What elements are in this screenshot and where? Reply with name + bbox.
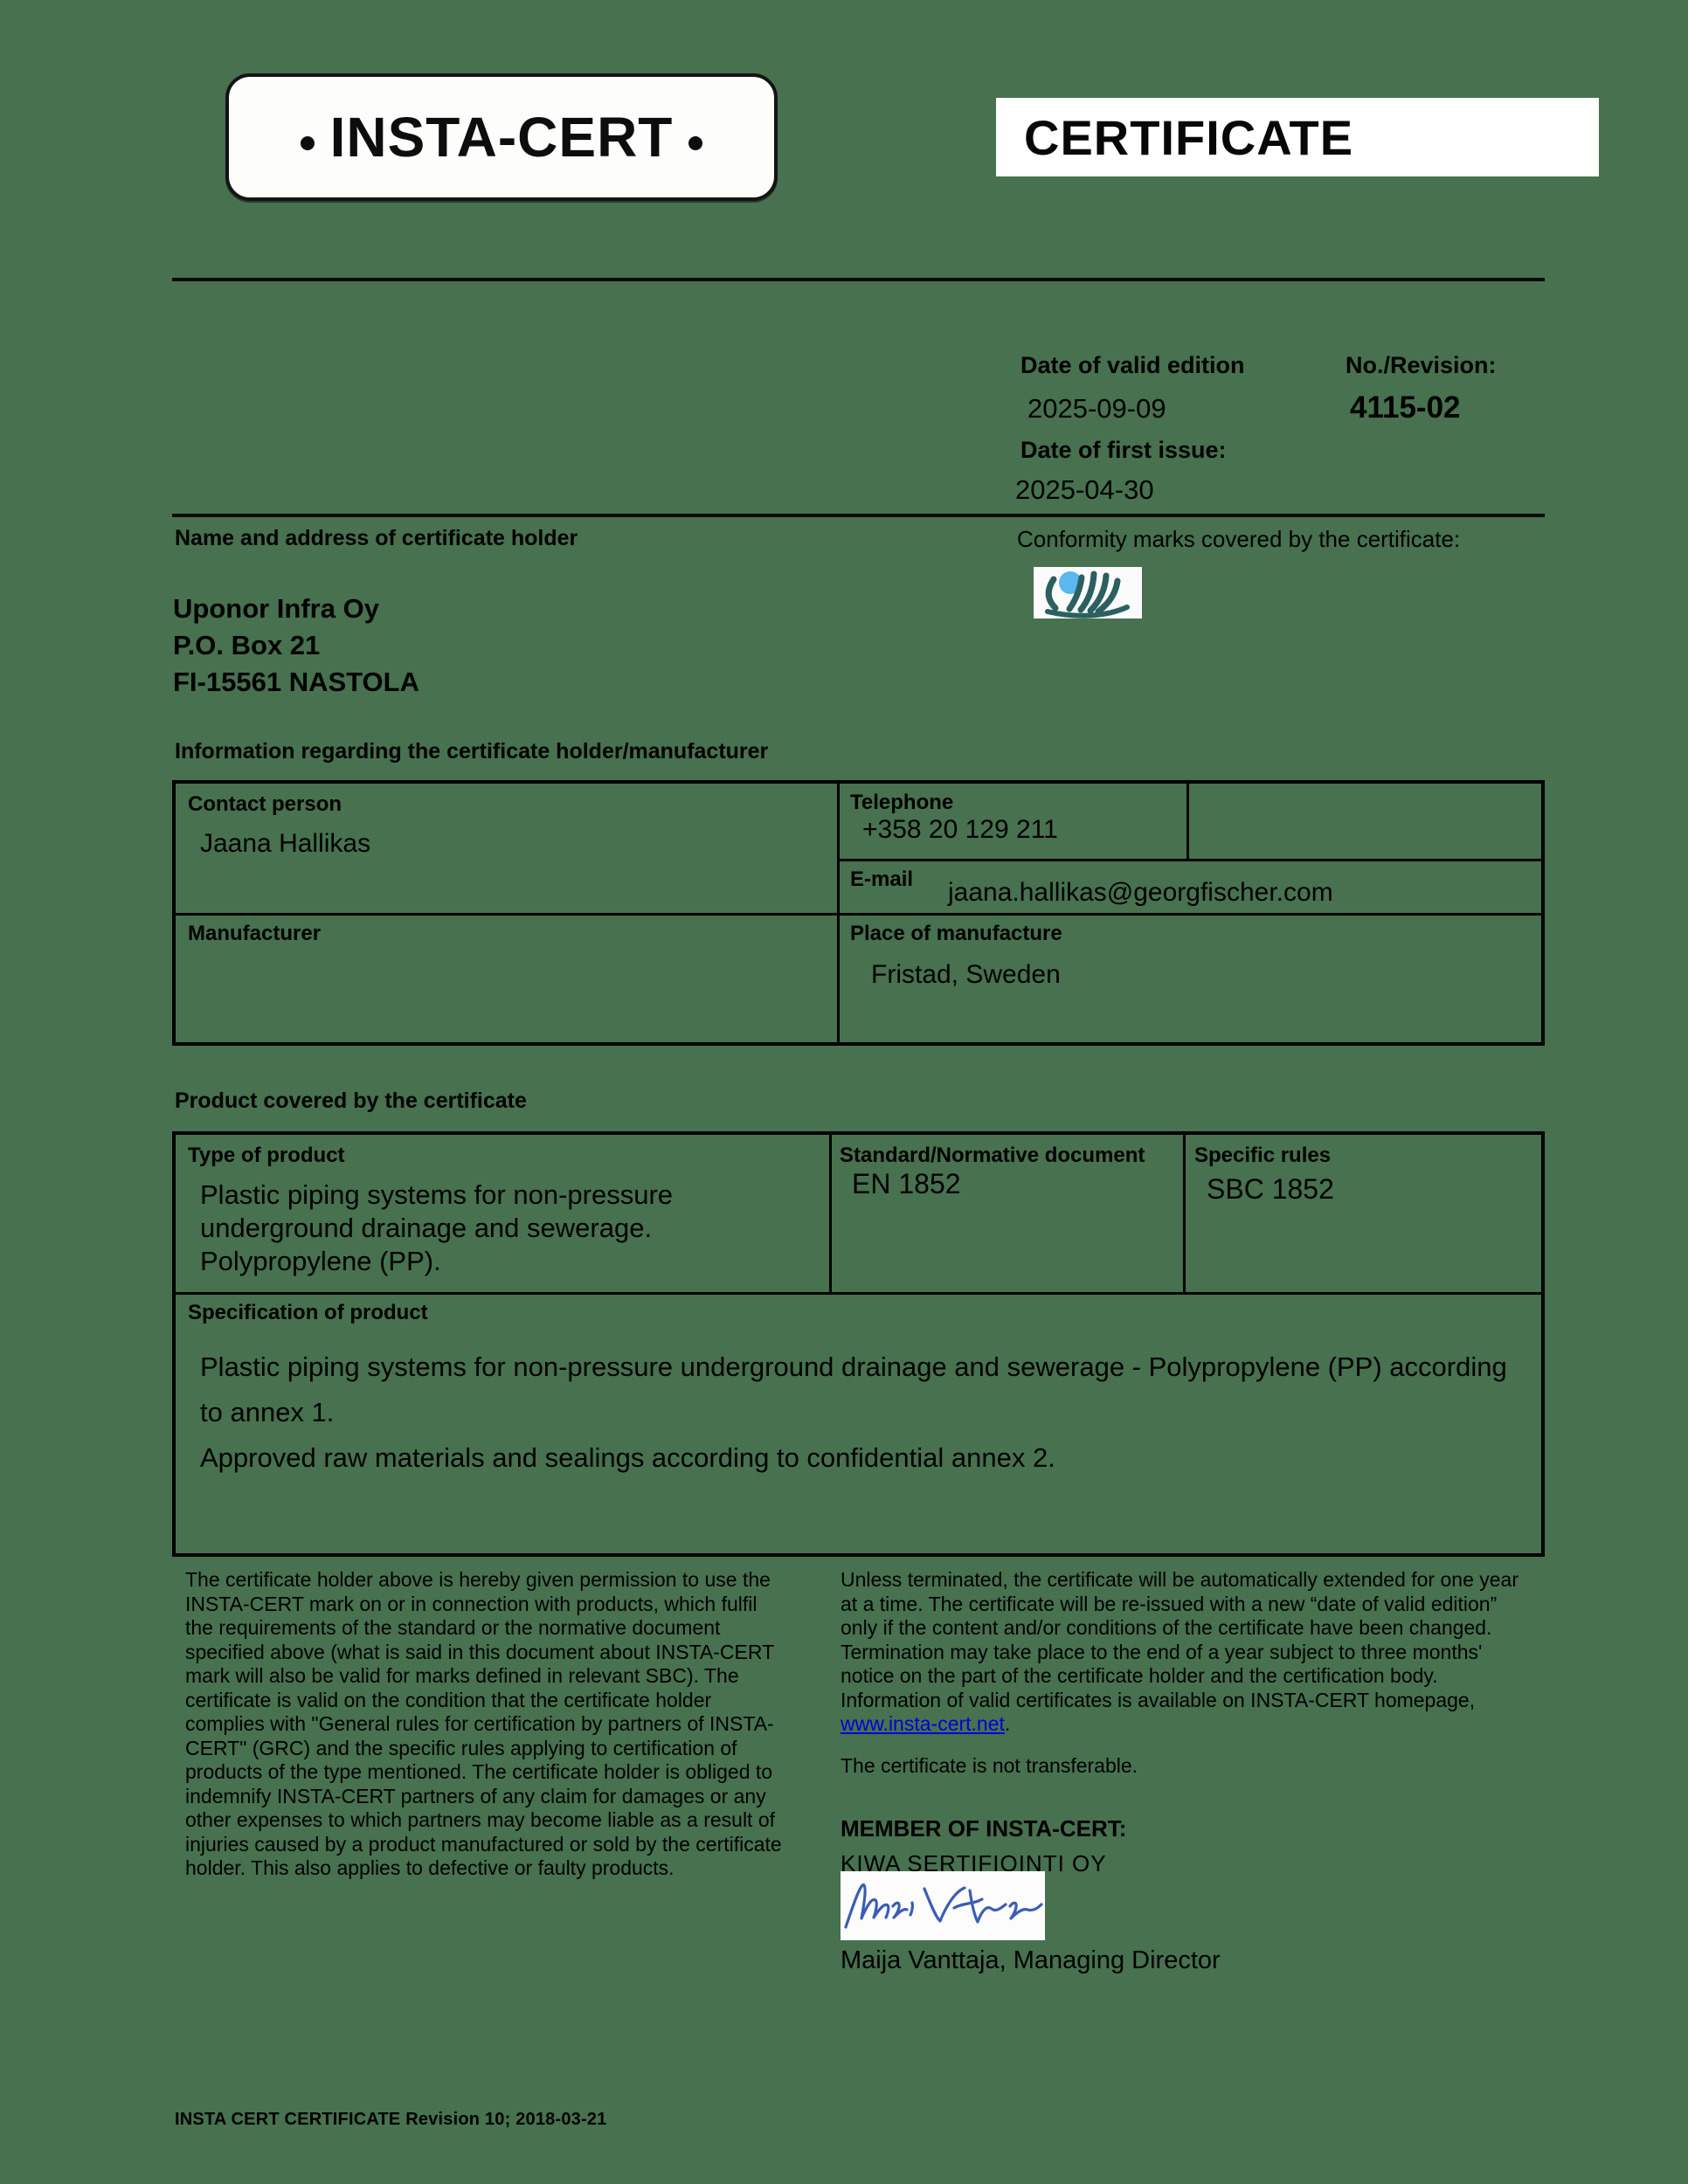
logo-right-dot-icon	[688, 136, 703, 150]
date-valid-label: Date of valid edition	[1020, 352, 1245, 378]
email-value: jaana.hallikas@georgfischer.com	[948, 878, 1333, 907]
date-valid-value: 2025-09-09	[1027, 393, 1166, 424]
footer-revision-note: INSTA CERT CERTIFICATE Revision 10; 2018…	[175, 2110, 607, 2129]
place-of-manufacture-label: Place of manufacture	[850, 922, 1062, 945]
nordic-poly-mark-logo	[1034, 567, 1142, 619]
table-vline	[1183, 1135, 1186, 1292]
holder-address-line1: P.O. Box 21	[173, 630, 321, 660]
info-section-heading: Information regarding the certificate ho…	[175, 739, 769, 764]
specification-value: Plastic piping systems for non-pressure …	[200, 1344, 1519, 1481]
insta-cert-homepage-link[interactable]: www.insta-cert.net	[841, 1712, 1005, 1735]
legal-right-period: .	[1004, 1712, 1011, 1735]
product-table: Type of product Plastic piping systems f…	[172, 1131, 1545, 1557]
divider-holder	[172, 514, 1545, 517]
holder-name: Uponor Infra Oy	[173, 593, 379, 624]
place-of-manufacture-value: Fristad, Sweden	[871, 960, 1061, 989]
specific-rules-label: Specific rules	[1194, 1144, 1332, 1167]
standard-document-value: EN 1852	[852, 1168, 961, 1199]
certificate-title-box: CERTIFICATE	[996, 98, 1599, 176]
standard-document-label: Standard/Normative document	[840, 1144, 1145, 1167]
holder-info-table: Contact person Jaana Hallikas Telephone …	[172, 780, 1545, 1046]
contact-person-label: Contact person	[188, 792, 342, 816]
logo-left-dot-icon	[300, 136, 315, 150]
first-issue-value: 2025-04-30	[1015, 474, 1154, 505]
legal-text-right: Unless terminated, the certificate will …	[841, 1568, 1535, 1737]
specific-rules-value: SBC 1852	[1207, 1173, 1334, 1205]
table-hline	[837, 859, 1541, 861]
type-of-product-label: Type of product	[188, 1144, 345, 1167]
holder-address-line2: FI-15561 NASTOLA	[173, 667, 419, 697]
contact-person-value: Jaana Hallikas	[200, 829, 371, 858]
not-transferable-note: The certificate is not transferable.	[841, 1754, 1138, 1777]
revision-label: No./Revision:	[1346, 352, 1497, 378]
signatory-name-title: Maija Vanttaja, Managing Director	[841, 1946, 1221, 1974]
legal-right-body: Unless terminated, the certificate will …	[841, 1568, 1519, 1711]
specification-label: Specification of product	[188, 1301, 428, 1324]
signature-image	[841, 1871, 1045, 1940]
email-label: E-mail	[850, 867, 914, 891]
table-vline	[829, 1135, 832, 1292]
specification-line2: Approved raw materials and sealings acco…	[200, 1442, 1055, 1473]
type-of-product-value: Plastic piping systems for non-pressure …	[200, 1179, 674, 1276]
nordic-poly-mark-icon	[1045, 570, 1130, 619]
telephone-label: Telephone	[850, 791, 954, 814]
holder-address-block: Uponor Infra Oy P.O. Box 21 FI-15561 NAS…	[173, 591, 419, 701]
member-label: MEMBER OF INSTA-CERT:	[841, 1815, 1127, 1842]
table-hline	[176, 913, 1541, 916]
telephone-value: +358 20 129 211	[862, 815, 1058, 844]
legal-text-left: The certificate holder above is hereby g…	[185, 1568, 782, 1879]
revision-value: 4115-02	[1350, 390, 1461, 425]
specification-line1: Plastic piping systems for non-pressure …	[200, 1351, 1507, 1427]
conformity-label: Conformity marks covered by the certific…	[1017, 526, 1461, 552]
product-section-heading: Product covered by the certificate	[175, 1089, 527, 1113]
insta-cert-logo: INSTA-CERT	[225, 73, 778, 201]
signature-ink-icon	[844, 1883, 1043, 1929]
divider-top	[172, 278, 1545, 281]
holder-section-label: Name and address of certificate holder	[175, 526, 578, 550]
first-issue-label: Date of first issue:	[1020, 437, 1227, 463]
manufacturer-label: Manufacturer	[188, 922, 322, 945]
insta-cert-logo-text: INSTA-CERT	[329, 106, 674, 169]
table-hline	[176, 1292, 1541, 1295]
page-title: CERTIFICATE	[1024, 109, 1354, 165]
table-vline	[1186, 784, 1189, 859]
